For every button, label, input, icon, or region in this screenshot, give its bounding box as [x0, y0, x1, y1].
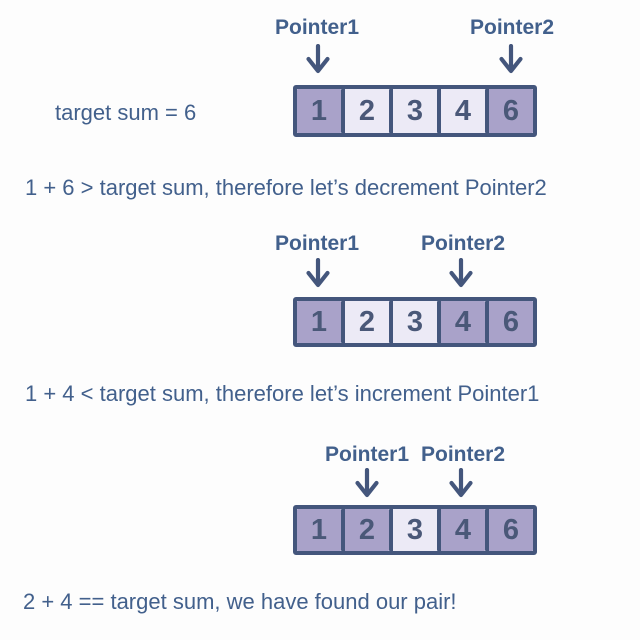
array-cell: 1 — [297, 509, 341, 551]
array-cell: 6 — [485, 301, 533, 343]
pointer2-label: Pointer2 — [469, 16, 555, 39]
array-state-2: 1 2 3 4 6 — [293, 297, 537, 347]
array-cell: 6 — [485, 509, 533, 551]
pointer1-label: Pointer1 — [324, 443, 410, 466]
array-cell: 2 — [341, 301, 389, 343]
array-cell: 3 — [389, 89, 437, 133]
pointer1-down-arrow-icon — [305, 258, 331, 288]
pointer2-label: Pointer2 — [420, 232, 506, 255]
array-cell: 2 — [341, 89, 389, 133]
pointer1-label: Pointer1 — [274, 232, 360, 255]
array-state-1: 1 2 3 4 6 — [293, 85, 537, 137]
pointer2-label: Pointer2 — [420, 443, 506, 466]
pointer2-down-arrow-icon — [498, 44, 524, 74]
caption-step-2: 1 + 4 < target sum, therefore let’s incr… — [25, 381, 540, 406]
target-sum-label: target sum = 6 — [55, 100, 197, 125]
pointer1-down-arrow-icon — [305, 44, 331, 74]
array-cell: 3 — [389, 509, 437, 551]
array-cell: 4 — [437, 301, 485, 343]
array-cell: 3 — [389, 301, 437, 343]
array-cell: 4 — [437, 89, 485, 133]
pointer1-down-arrow-icon — [354, 468, 380, 498]
caption-step-3: 2 + 4 == target sum, we have found our p… — [23, 589, 457, 614]
array-cell: 4 — [437, 509, 485, 551]
array-cell: 2 — [341, 509, 389, 551]
array-cell: 6 — [485, 89, 533, 133]
array-cell: 1 — [297, 301, 341, 343]
array-state-3: 1 2 3 4 6 — [293, 505, 537, 555]
pointer1-label: Pointer1 — [274, 16, 360, 39]
pointer2-down-arrow-icon — [448, 258, 474, 288]
array-cell: 1 — [297, 89, 341, 133]
caption-step-1: 1 + 6 > target sum, therefore let’s decr… — [25, 175, 547, 200]
pointer2-down-arrow-icon — [448, 468, 474, 498]
